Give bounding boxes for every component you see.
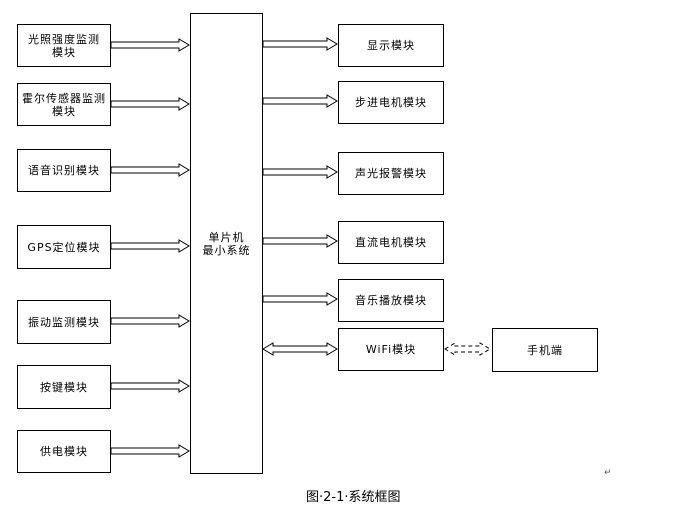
module-label: 供电模块 bbox=[40, 445, 88, 458]
module-label: 直流电机模块 bbox=[355, 236, 427, 249]
module-label: 手机端 bbox=[527, 343, 563, 357]
gps-module: GPS定位模块 bbox=[17, 225, 111, 269]
module-label: 霍尔传感器监测 模块 bbox=[22, 91, 106, 118]
vibration-module: 振动监测模块 bbox=[17, 300, 111, 344]
module-label: 按键模块 bbox=[40, 380, 88, 394]
module-label: 语音识别模块 bbox=[28, 164, 100, 177]
module-label: 音乐播放模块 bbox=[355, 294, 427, 307]
input-arrow bbox=[110, 38, 190, 52]
module-label: 显示模块 bbox=[367, 39, 415, 52]
figure-caption: 图·2-1·系统框图 bbox=[306, 490, 401, 505]
input-arrow bbox=[110, 379, 190, 393]
input-arrow bbox=[110, 163, 190, 177]
stepper-motor-module: 步进电机模块 bbox=[338, 81, 444, 124]
voice-recognition-module: 语音识别模块 bbox=[17, 149, 111, 192]
input-arrow bbox=[110, 239, 190, 253]
input-arrow bbox=[110, 97, 190, 111]
module-label: 单片机 最小系统 bbox=[202, 230, 251, 257]
output-arrow bbox=[262, 234, 338, 248]
module-label: 声光报警模块 bbox=[355, 167, 427, 180]
alarm-module: 声光报警模块 bbox=[338, 152, 444, 195]
music-module: 音乐播放模块 bbox=[338, 279, 444, 322]
wifi-bidirectional-arrow bbox=[262, 342, 338, 356]
module-label: 步进电机模块 bbox=[355, 96, 427, 109]
dc-motor-module: 直流电机模块 bbox=[338, 221, 444, 264]
key-module: 按键模块 bbox=[17, 365, 111, 409]
paragraph-mark: ↵ bbox=[604, 468, 612, 478]
module-label: 光照强度监测 模块 bbox=[28, 32, 100, 59]
input-arrow bbox=[110, 444, 190, 458]
module-label: 振动监测模块 bbox=[28, 315, 100, 329]
light-intensity-module: 光照强度监测 模块 bbox=[17, 24, 111, 67]
display-module: 显示模块 bbox=[338, 24, 444, 67]
module-label: GPS定位模块 bbox=[27, 240, 101, 254]
output-arrow bbox=[262, 37, 338, 51]
power-module: 供电模块 bbox=[17, 430, 111, 473]
phone-client: 手机端 bbox=[492, 328, 598, 372]
output-arrow bbox=[262, 292, 338, 306]
wifi-module: WiFi模块 bbox=[338, 328, 444, 371]
module-label: WiFi模块 bbox=[365, 343, 417, 356]
input-arrow bbox=[110, 314, 190, 328]
wireless-link-arrow bbox=[444, 342, 491, 356]
output-arrow bbox=[262, 165, 338, 179]
output-arrow bbox=[262, 94, 338, 108]
hall-sensor-module: 霍尔传感器监测 模块 bbox=[17, 83, 111, 126]
mcu-minimum-system: 单片机 最小系统 bbox=[190, 13, 263, 474]
